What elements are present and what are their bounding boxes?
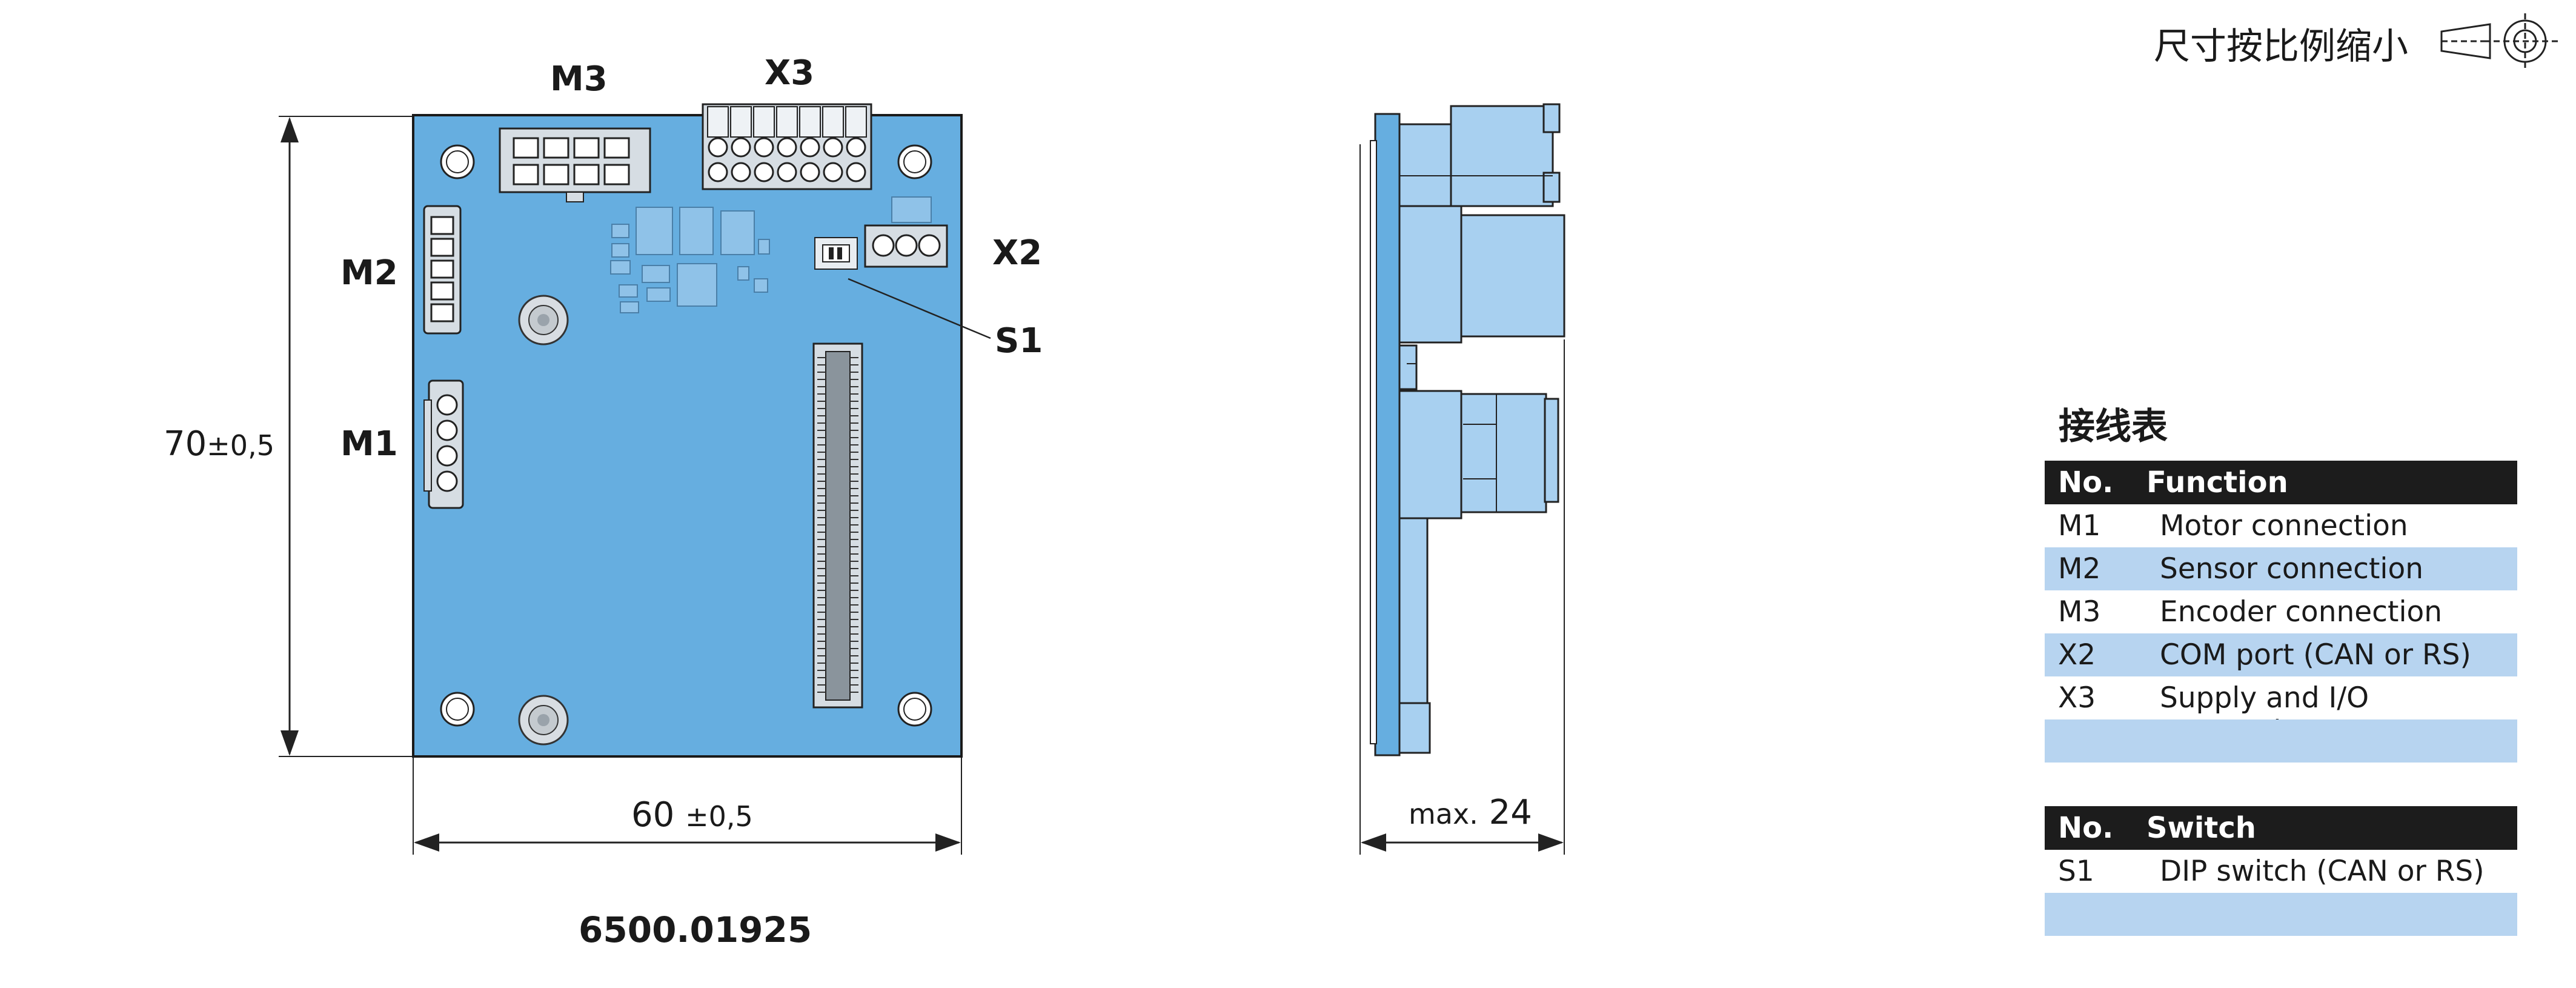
label-m3: M3 <box>550 59 608 99</box>
row-function: DIP switch (CAN or RS) <box>2160 855 2485 888</box>
dip-switch-s1 <box>814 237 858 270</box>
header-no: No. <box>2058 466 2114 499</box>
label-m1: M1 <box>340 424 398 464</box>
row-no: X3 <box>2058 681 2096 715</box>
screw-hole <box>518 695 569 746</box>
table-row: S1 DIP switch (CAN or RS) <box>2045 850 2517 893</box>
projection-symbol-icon <box>2440 13 2560 69</box>
row-no: M3 <box>2058 595 2101 629</box>
label-m2: M2 <box>340 253 398 293</box>
dimension-depth-value: 24 <box>1489 793 1532 832</box>
switch-table: No. Switch S1 DIP switch (CAN or RS) <box>2045 806 2517 936</box>
label-s1: S1 <box>995 321 1043 361</box>
dimension-height-tolerance: ±0,5 <box>207 429 274 462</box>
table-row <box>2045 893 2517 936</box>
table-row <box>2045 719 2517 763</box>
header-function: Function <box>2146 466 2288 499</box>
table-row: M3 Encoder connection <box>2045 590 2517 633</box>
row-no: M1 <box>2058 509 2101 542</box>
row-no: S1 <box>2058 855 2094 888</box>
row-function: COM port (CAN or RS) <box>2160 638 2471 672</box>
table-row: X3 Supply and I/O connection <box>2045 676 2517 748</box>
wiring-table-title: 接线表 <box>2059 406 2168 448</box>
mounting-hole <box>897 692 932 727</box>
connector-x3 <box>702 103 872 190</box>
row-function: Motor connection <box>2160 509 2408 542</box>
mounting-hole <box>440 144 475 179</box>
side-pcb <box>1374 113 1401 756</box>
row-function: Encoder connection <box>2160 595 2443 629</box>
dimension-height-value: 70 <box>164 424 207 464</box>
connector-m1 <box>423 379 464 509</box>
dimension-lines <box>279 116 991 855</box>
mounting-hole <box>440 692 475 727</box>
board-side-view <box>1370 103 1565 756</box>
board-to-board-connector <box>812 342 863 709</box>
row-no: M2 <box>2058 552 2101 586</box>
wiring-table-header: No. Function <box>2045 461 2517 504</box>
label-x2: X2 <box>992 233 1043 273</box>
row-no: X2 <box>2058 638 2096 672</box>
switch-table-header: No. Switch <box>2045 806 2517 850</box>
mounting-hole <box>897 144 932 179</box>
connector-x2 <box>864 224 948 268</box>
table-row: X2 COM port (CAN or RS) <box>2045 633 2517 676</box>
board-top-view <box>412 103 963 758</box>
table-row: M2 Sensor connection <box>2045 547 2517 590</box>
dimension-height: 70±0,5 <box>164 424 274 464</box>
scale-note: 尺寸按比例缩小 <box>2154 25 2408 68</box>
label-x3: X3 <box>765 53 815 93</box>
table-row: M1 Motor connection <box>2045 504 2517 547</box>
connector-m2 <box>423 205 462 335</box>
row-function: Sensor connection <box>2160 552 2424 586</box>
smd-components <box>610 196 932 313</box>
screw-hole <box>518 295 569 345</box>
header-no: No. <box>2058 811 2114 845</box>
wiring-table: No. Function M1 Motor connection M2 Sens… <box>2045 461 2517 763</box>
part-number: 6500.01925 <box>579 909 812 950</box>
dimension-depth: max. 24 <box>1409 793 1532 832</box>
dimension-depth-prefix: max. <box>1409 798 1478 830</box>
dimension-width-tolerance: ±0,5 <box>685 800 753 833</box>
side-dimension-line <box>1359 144 1565 855</box>
dimension-width: 60 ±0,5 <box>631 795 753 835</box>
header-switch: Switch <box>2146 811 2256 845</box>
dimension-width-value: 60 <box>631 795 675 835</box>
connector-m3 <box>499 127 651 202</box>
